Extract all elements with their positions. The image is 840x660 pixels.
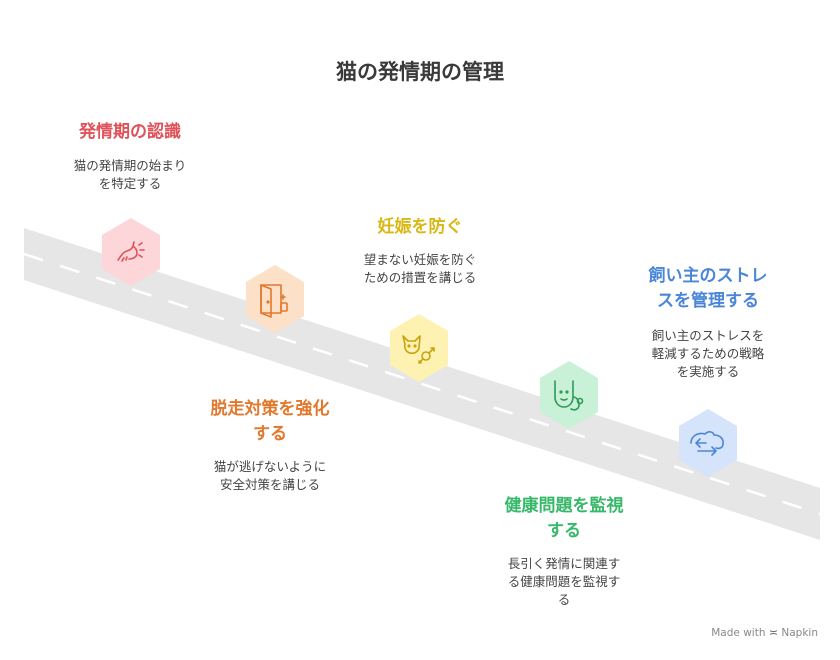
step-2-hexagon (243, 263, 307, 335)
step-1-desc-line: を特定する (98, 176, 162, 191)
step-1-hexagon (99, 216, 163, 288)
step-2-title: 脱走対策を強化 する (190, 397, 350, 447)
step-3-description: 望まない妊娠を防ぐ ための措置を講じる (340, 251, 500, 287)
step-1-description: 猫の発情期の始まり を特定する (50, 157, 210, 193)
napkin-logo-icon: ≍ (768, 626, 779, 639)
step-1-desc-line: 猫の発情期の始まり (73, 158, 187, 173)
step-3-title: 妊娠を防ぐ (340, 215, 500, 240)
step-5-hexagon (676, 407, 740, 479)
door-exit-icon (260, 284, 288, 318)
step-2-description: 猫が逃げないように 安全対策を講じる (190, 458, 350, 494)
step-4-hexagon (537, 359, 601, 431)
step-4-title: 健康問題を監視 する (484, 494, 644, 544)
step-4-description: 長引く発情に関連す る健康問題を監視す る (484, 555, 644, 609)
step-3-hexagon (387, 312, 451, 384)
step-1-title: 発情期の認識 (50, 120, 210, 145)
footer-attribution: Made with ≍ Napkin (711, 626, 818, 639)
cat-in-heat-icon (117, 241, 145, 262)
step-4-desc-line: る健康問題を監視す (507, 574, 621, 589)
step-5-desc-line: を実施する (676, 364, 740, 379)
cat-neuter-icon (402, 335, 435, 364)
step-5-title: 飼い主のストレ スを管理する (628, 264, 788, 314)
step-5-title-line: 飼い主のストレ (648, 266, 768, 286)
step-1-title-text: 発情期の認識 (79, 122, 181, 142)
step-2-desc-line: 猫が逃げないように (213, 459, 327, 474)
step-2-title-line: 脱走対策を強化 (210, 399, 330, 419)
step-4-desc-line: 長引く発情に関連す (507, 556, 621, 571)
step-3-desc-line: ための措置を講じる (363, 270, 477, 285)
step-5-description: 飼い主のストレスを 軽減するための戦略 を実施する (628, 327, 788, 381)
step-2-title-line: する (253, 424, 287, 444)
step-4-title-line: する (547, 521, 581, 541)
step-4-title-line: 健康問題を監視 (504, 496, 624, 516)
step-5-title-line: スを管理する (657, 291, 759, 311)
step-3-desc-line: 望まない妊娠を防ぐ (363, 252, 477, 267)
brand-label: Napkin (781, 627, 818, 639)
page-title: 猫の発情期の管理 (336, 60, 504, 84)
step-5-desc-line: 飼い主のストレスを (651, 328, 765, 343)
step-4-desc-line: る (557, 592, 571, 607)
vet-stethoscope-icon (554, 380, 584, 411)
step-2-desc-line: 安全対策を講じる (219, 477, 320, 492)
step-5-desc-line: 軽減するための戦略 (651, 346, 765, 361)
calm-pet-icon (690, 431, 724, 456)
made-with-label: Made with (711, 627, 766, 639)
step-3-title-text: 妊娠を防ぐ (377, 217, 463, 237)
